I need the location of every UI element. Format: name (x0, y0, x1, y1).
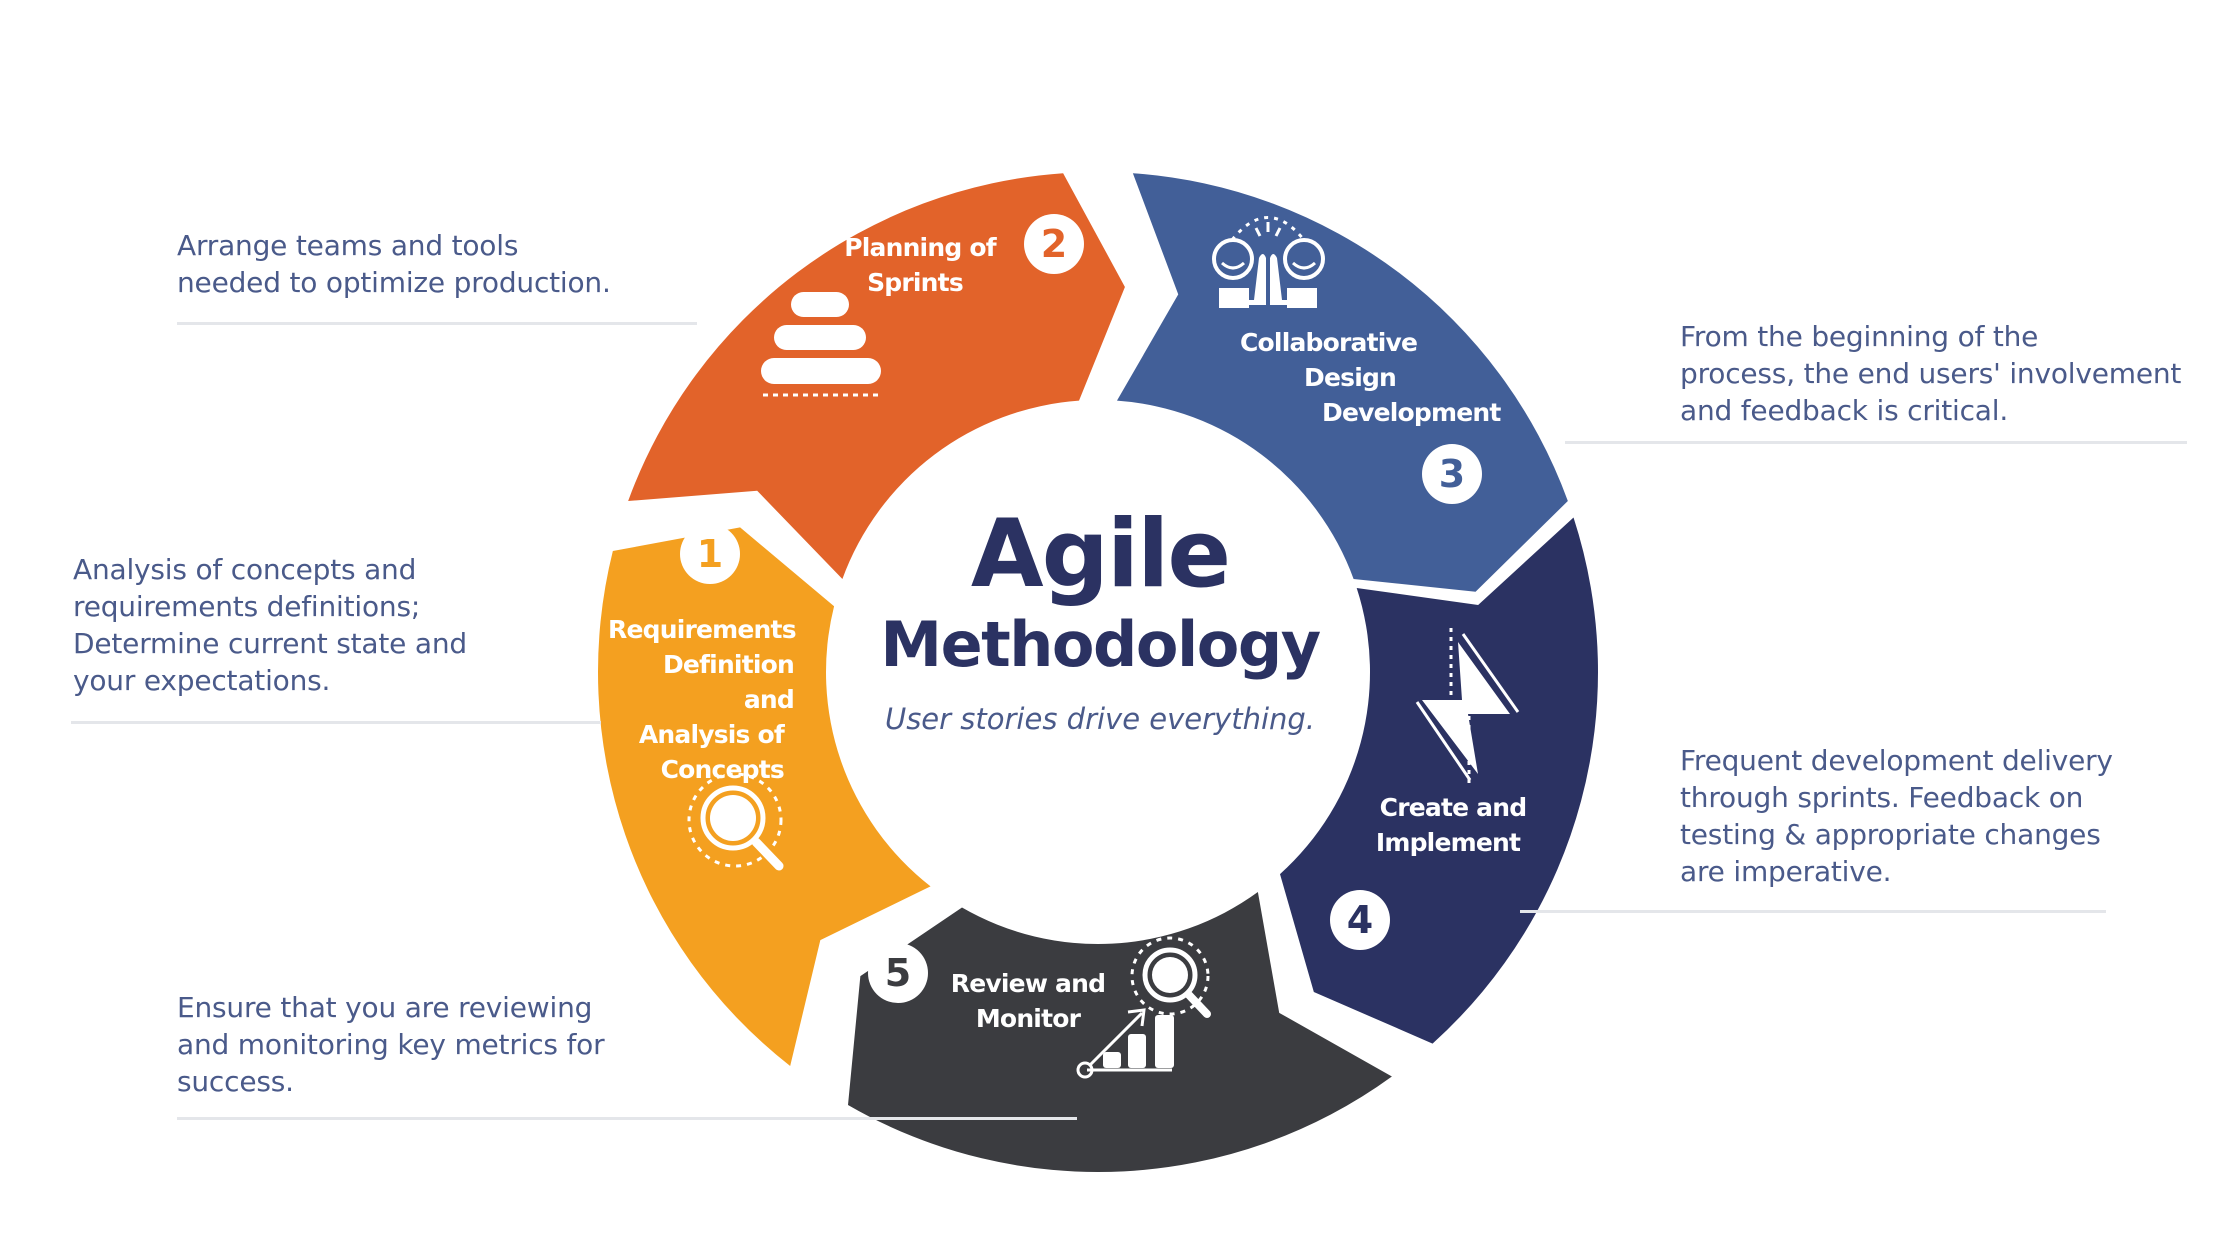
growth-chart-magnifier-icon (1076, 936, 1211, 1079)
step-1-number-badge: 1 (680, 524, 740, 584)
step-5-description-text: Ensure that you are reviewing and monito… (177, 991, 605, 1098)
stacked-stones-icon (761, 292, 881, 397)
step-1-description-text: Analysis of concepts and requirements de… (73, 553, 467, 697)
step-4-description-text: Frequent development delivery through sp… (1680, 744, 2113, 888)
step-1-segment (598, 527, 931, 1067)
step-3-divider (1565, 441, 2187, 444)
step-4-segment (1280, 517, 1598, 1044)
step-4-label: Create and Implement (1358, 790, 1538, 860)
magnifier-icon (687, 772, 784, 871)
step-1-label-line: Requirements (608, 615, 797, 644)
step-5-number-badge: 5 (868, 943, 928, 1003)
step-2-label: Planning of Sprints (840, 230, 1000, 300)
title-sub: Methodology (880, 608, 1321, 681)
step-4-label-line: Implement (1375, 828, 1521, 857)
step-2-label-line: Sprints (867, 268, 964, 297)
step-1-label-line: Concepts (660, 755, 785, 784)
tagline: User stories drive everything. (884, 702, 1316, 736)
step-2-label-line: Planning of (844, 233, 996, 262)
step-2-number-badge: 2 (1024, 214, 1084, 274)
step-3-number-badge: 3 (1422, 444, 1482, 504)
step-1-divider (71, 721, 601, 724)
step-2-divider (177, 322, 697, 325)
step-3-description: From the beginning of the process, the e… (1680, 318, 2181, 429)
step-1-label-line: Analysis of (638, 720, 785, 749)
step-2-description: Arrange teams and tools needed to optimi… (177, 227, 611, 301)
step-3-label-line: Collaborative (1240, 328, 1418, 357)
step-3-label-line: Design (1304, 363, 1397, 392)
step-1-label-line: Definition and (662, 650, 795, 714)
step-5-description: Ensure that you are reviewing and monito… (177, 989, 605, 1100)
title-main: Agile (970, 500, 1231, 609)
step-4-description: Frequent development delivery through sp… (1680, 742, 2113, 890)
step-3-description-text: From the beginning of the process, the e… (1680, 320, 2182, 427)
step-1-label: Requirements Definition and Analysis of … (608, 612, 797, 787)
step-3-label-line: Development (1322, 398, 1501, 427)
high-five-icon (1212, 216, 1325, 308)
lightning-bolt-icon (1415, 628, 1520, 785)
step-4-divider (1520, 910, 2106, 913)
step-4-number-badge: 4 (1330, 890, 1390, 950)
step-1-description: Analysis of concepts and requirements de… (73, 551, 467, 699)
step-4-label-line: Create and (1379, 793, 1527, 822)
step-3-label: Collaborative Design Development (1240, 325, 1510, 430)
step-2-description-text: Arrange teams and tools needed to optimi… (177, 229, 611, 299)
step-5-label-line: Monitor (975, 1004, 1081, 1033)
step-5-label-line: Review and (950, 969, 1106, 998)
step-5-divider (177, 1117, 1077, 1120)
step-5-label: Review and Monitor (948, 966, 1108, 1036)
step-5-segment (848, 892, 1392, 1172)
